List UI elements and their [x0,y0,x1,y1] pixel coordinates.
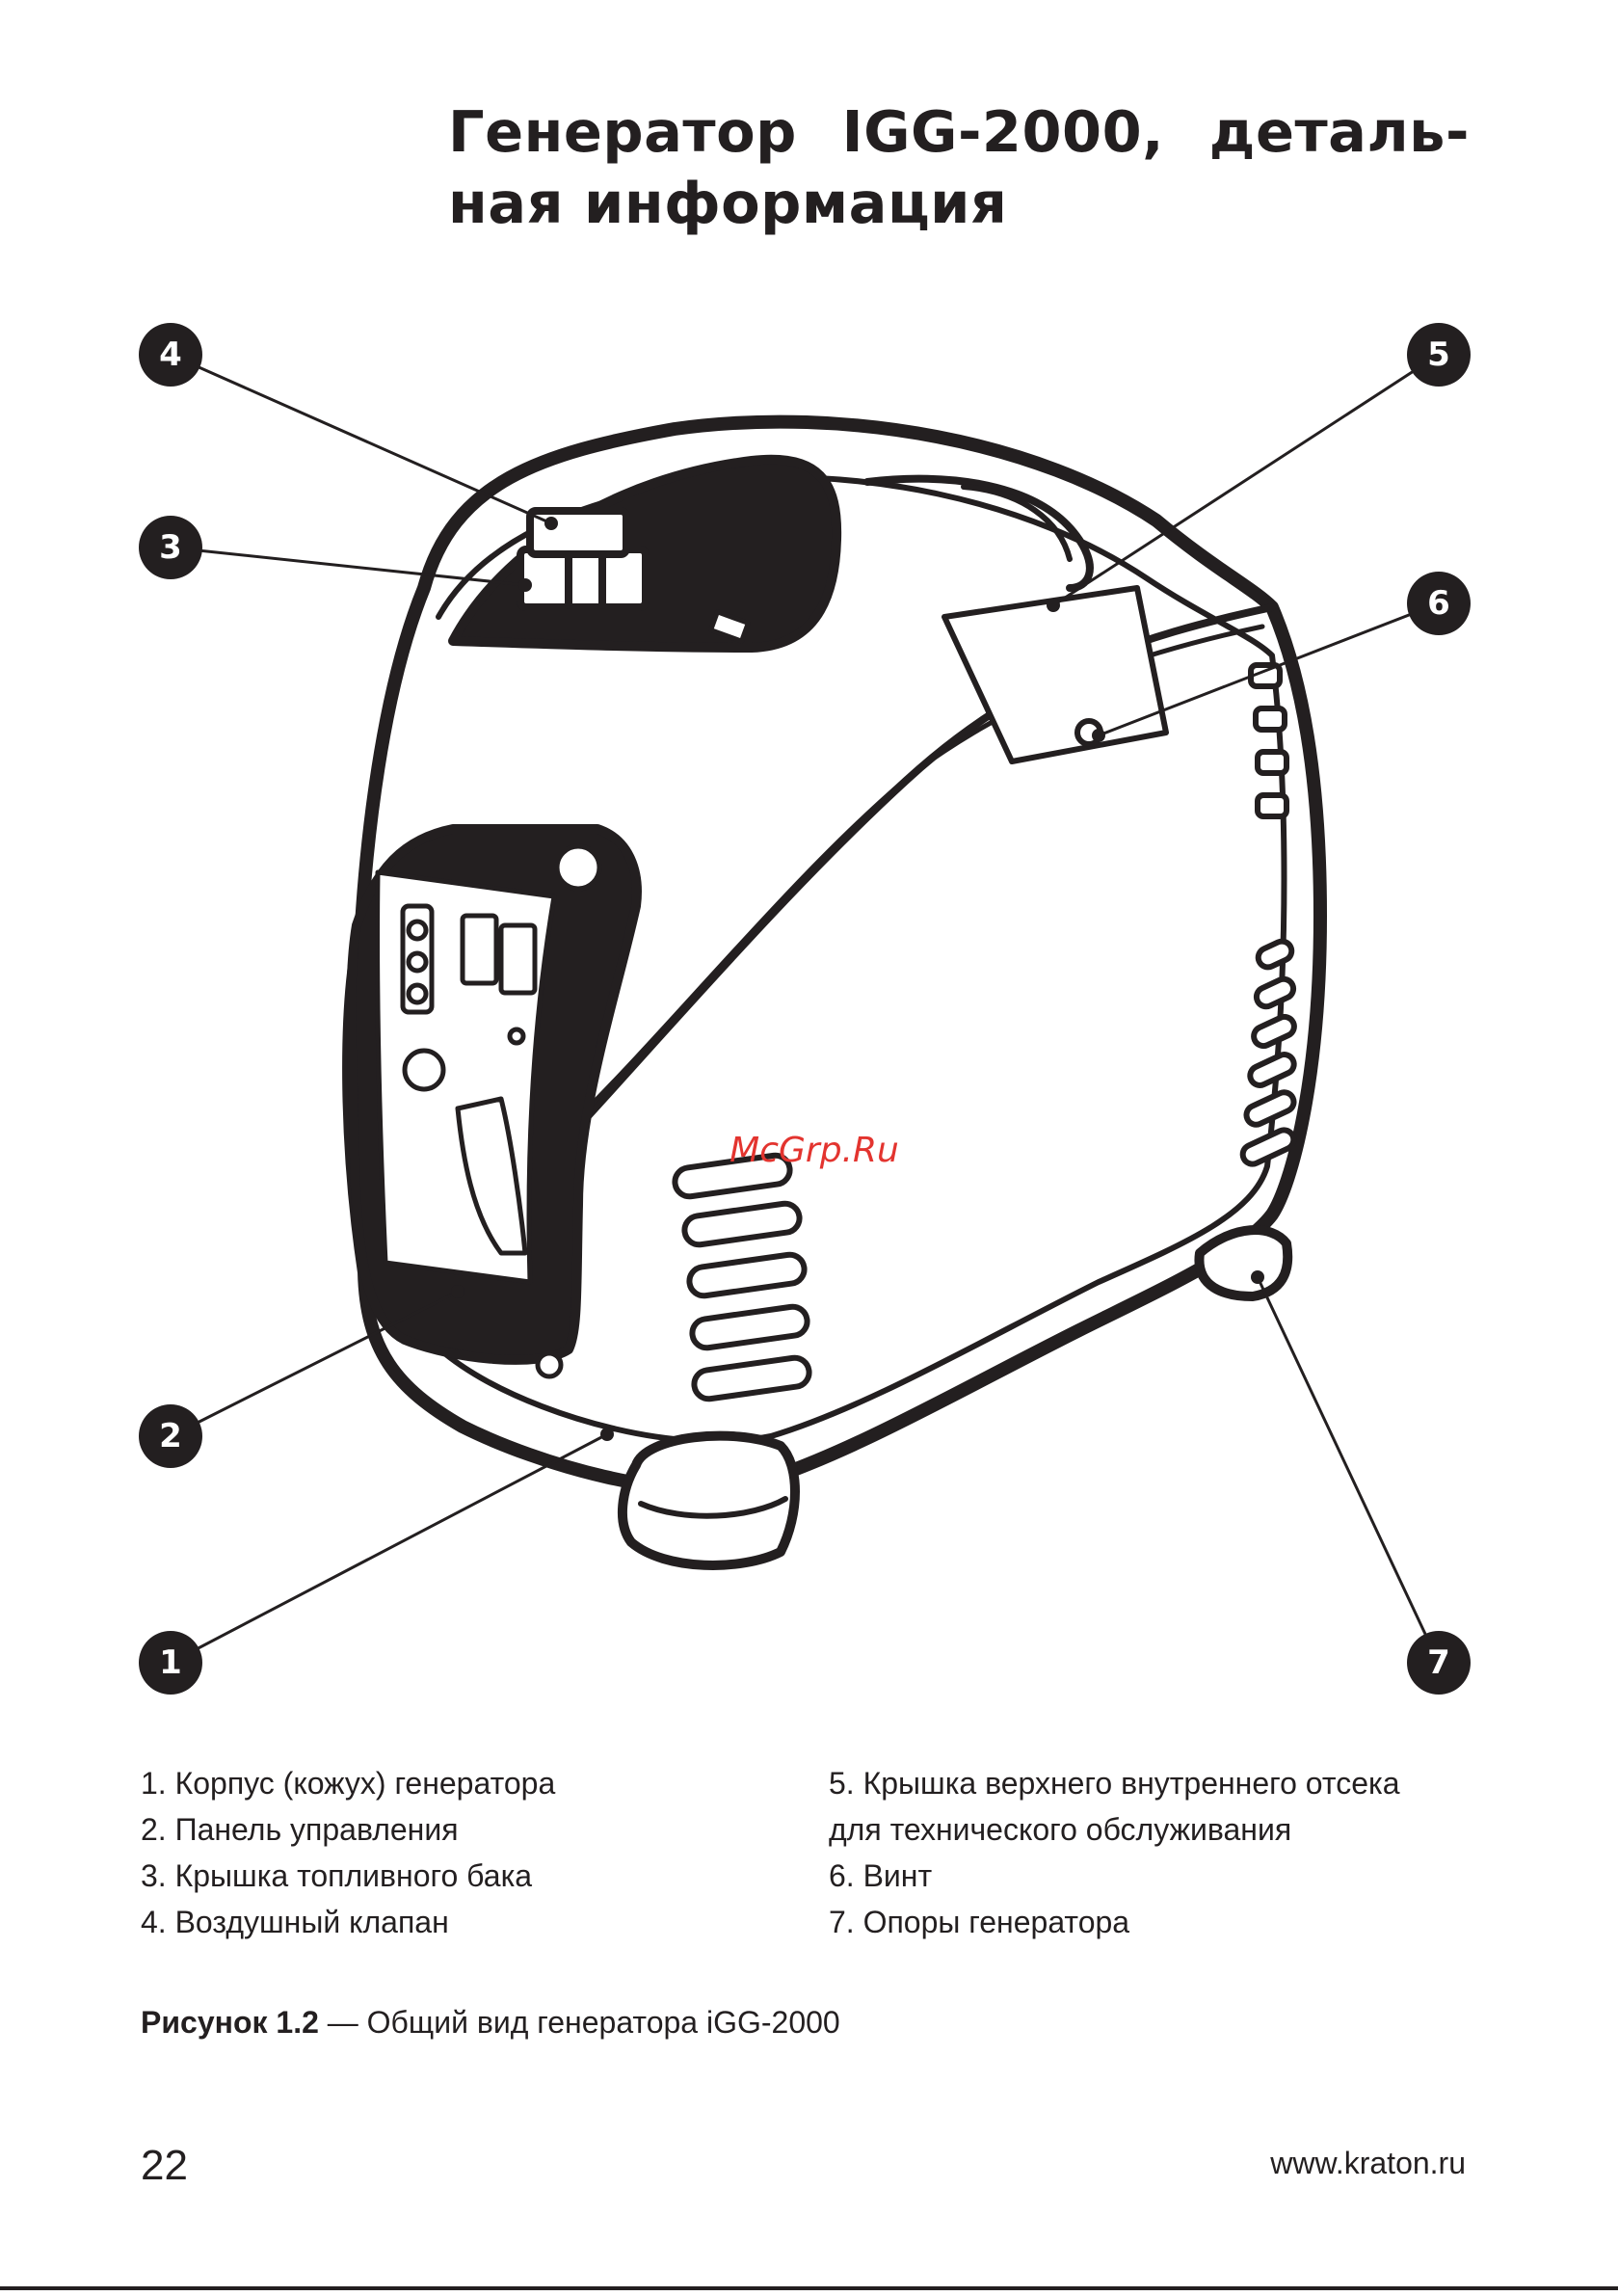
callout-2: 2 [139,1404,202,1468]
title-word-3: деталь- [1208,98,1470,165]
page-title: Генератор IGG-2000, деталь- ная информац… [448,96,1470,239]
callout-6: 6 [1407,572,1471,635]
title-word-1: Генератор [448,98,797,165]
callout-5-label: 5 [1427,335,1450,374]
callout-7-label: 7 [1427,1643,1450,1682]
figure-caption-label: Рисунок 1.2 [141,2005,319,2040]
page-number: 22 [141,2142,188,2189]
legend-right-column: 5. Крышка верхнего внутреннего отсека дл… [829,1760,1399,1945]
legend-item: для технического обслуживания [829,1812,1292,1847]
generator-illustration: 4 5 3 6 2 1 7 McGrp.Ru [139,323,1471,1695]
legend-item: 6. Винт [829,1858,933,1893]
callout-4: 4 [139,323,202,387]
bottom-divider [0,2286,1618,2290]
callout-3-label: 3 [159,528,182,567]
legend-item: 5. Крышка верхнего внутреннего отсека [829,1766,1400,1801]
callout-2-label: 2 [159,1417,182,1455]
title-word-2: IGG-2000, [841,98,1165,165]
website-link[interactable]: www.kraton.ru [1270,2146,1466,2180]
callout-1: 1 [139,1631,202,1695]
fuel-cap [517,507,650,611]
figure-caption: Рисунок 1.2 — Общий вид генератора iGG-2… [141,2005,840,2041]
legend-item: 7. Опоры генератора [829,1905,1130,1939]
watermark-text: McGrp.Ru [729,1131,899,1170]
callout-3: 3 [139,516,202,579]
legend-item: 1. Корпус (кожух) генератора [141,1766,556,1801]
callout-4-label: 4 [159,335,182,374]
title-line-2: ная информация [448,170,1008,236]
front-foot [617,1430,800,1570]
callout-1-label: 1 [159,1643,182,1682]
callout-5: 5 [1407,323,1471,387]
legend-left-column: 1. Корпус (кожух) генератора 2. Панель у… [141,1760,555,1945]
callout-7: 7 [1407,1631,1471,1695]
maintenance-cover [942,585,1169,764]
legend-item: 4. Воздушный клапан [141,1905,449,1939]
rear-foot [1194,1225,1293,1301]
callout-6-label: 6 [1427,584,1450,623]
callout-leader-lines [169,353,1441,1665]
figure-caption-text: — Общий вид генератора iGG-2000 [318,2005,840,2040]
legend-item: 2. Панель управления [141,1812,459,1847]
legend-item: 3. Крышка топливного бака [141,1858,533,1893]
